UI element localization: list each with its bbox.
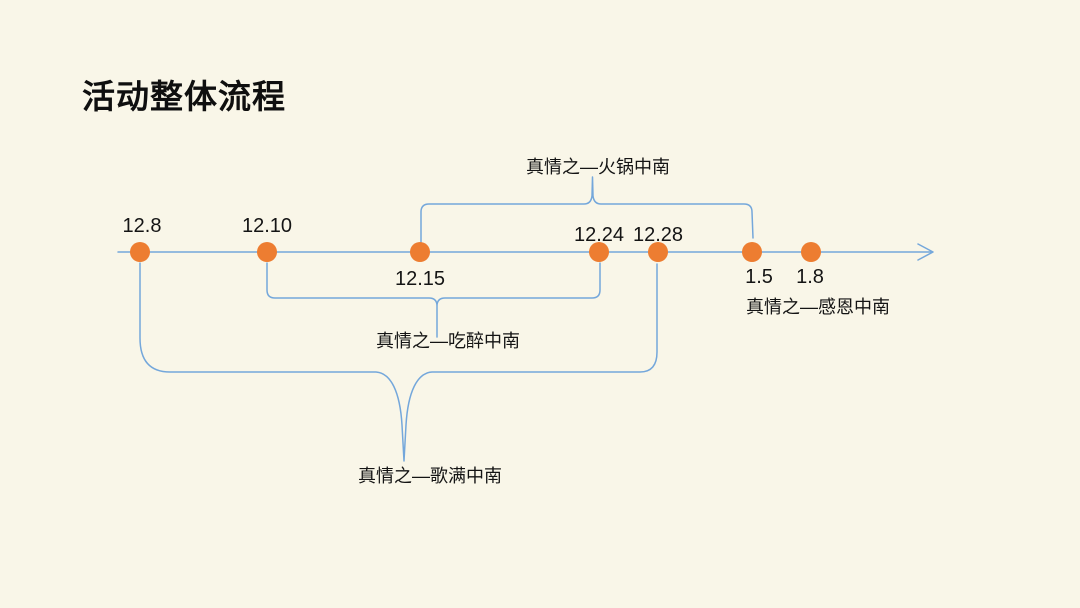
timeline-dot-12-10 <box>257 242 277 262</box>
event-label-chizui: 真情之—吃醉中南 <box>376 331 520 351</box>
date-label-12-10: 12.10 <box>241 215 293 237</box>
date-label-1-5: 1.5 <box>745 266 773 288</box>
brace-event-hotpot <box>420 176 754 243</box>
timeline-dot-12-28 <box>648 242 668 262</box>
arrow-right-icon <box>917 243 934 261</box>
date-label-12-8: 12.8 <box>122 215 162 237</box>
event-label-hotpot: 真情之—火锅中南 <box>526 157 670 177</box>
date-label-12-28: 12.28 <box>632 224 684 246</box>
brace-event-geman <box>139 262 658 462</box>
timeline-dot-12-8 <box>130 242 150 262</box>
date-label-1-8: 1.8 <box>796 266 824 288</box>
slide-title: 活动整体流程 <box>82 78 286 115</box>
date-label-12-15: 12.15 <box>394 268 446 290</box>
brace-event-chizui <box>266 262 601 338</box>
timeline-dot-1-8 <box>801 242 821 262</box>
date-label-12-24: 12.24 <box>573 224 625 246</box>
event-label-ganen: 真情之—感恩中南 <box>746 297 890 317</box>
timeline-dot-12-15 <box>410 242 430 262</box>
timeline-dot-12-24 <box>589 242 609 262</box>
timeline-dot-1-5 <box>742 242 762 262</box>
event-label-geman: 真情之—歌满中南 <box>358 466 502 486</box>
